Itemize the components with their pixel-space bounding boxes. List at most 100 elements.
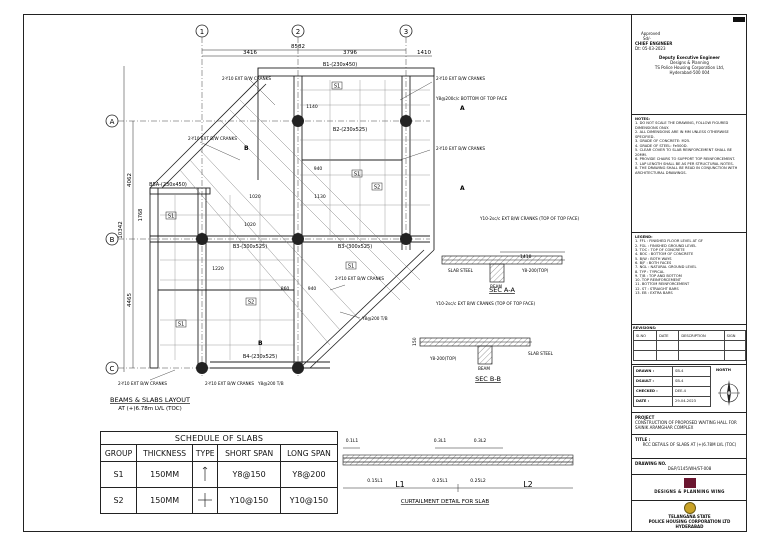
schedule-header-group: GROUP <box>99 444 138 462</box>
columns <box>196 115 412 374</box>
svg-text:1140: 1140 <box>306 104 318 110</box>
date-value: 29-04-2023 <box>672 396 711 407</box>
misc-dims: 1140 940 1020 1130 1020 860 940 1220 <box>212 104 326 292</box>
revisions-table: SI.NO DATE DESCRIPTION SIGN <box>632 330 747 362</box>
title-section: TITLE : RCC DETAILS OF SLABS AT (+)6.78M… <box>632 435 747 459</box>
dim-overall: 8582 <box>291 44 305 50</box>
legend-title: LEGEND: <box>635 235 653 239</box>
beam-label-b1: B1-(230x450) <box>323 62 357 68</box>
title-label: TITLE : <box>635 437 651 442</box>
grid-bubble-A: A <box>105 114 119 128</box>
deputy-dept: Designs & Planning <box>670 60 709 65</box>
note-cranked-2: 2-Y10 EXT B/W CRANKS <box>188 136 237 141</box>
dept-logo-icon <box>683 478 696 488</box>
north-label: NORTH <box>716 367 731 372</box>
sec-bb-label: SEC B-B <box>475 375 501 383</box>
note-bar-tb: Y8@200 T/B <box>361 316 388 321</box>
drawing-sheet-border <box>23 14 747 532</box>
table-row: S1 150MM Y8@150 Y8@200 <box>99 461 339 488</box>
svg-text:S1: S1 <box>178 322 184 328</box>
svg-text:S1: S1 <box>334 84 340 90</box>
beam-outlines <box>149 67 435 369</box>
emblem-icon <box>683 502 696 514</box>
svg-text:940: 940 <box>314 166 323 172</box>
beam-label-b2: B2-(230x525) <box>333 127 367 133</box>
note-item: 3. GRADE OF CONCRETE: M25. <box>635 139 691 144</box>
legend-item: 2. FGL : FINISHED GROUND LEVEL <box>635 243 697 248</box>
legend-item: 6. B/F : BOTH FACES <box>635 260 672 265</box>
section-markers: A A B B <box>244 105 465 347</box>
rev-header-desc: DESCRIPTION <box>678 330 725 342</box>
dept-name: DESIGNS & PLANNING WING <box>654 489 725 494</box>
svg-text:B: B <box>110 236 115 244</box>
sec-bb-tag-steel: SLAB STEEL <box>528 351 554 356</box>
date-label: DATE : <box>632 396 674 407</box>
schedule-cell-thickness: 150MM <box>136 461 194 488</box>
svg-text:0.3L1: 0.3L1 <box>434 438 447 444</box>
dsault-label: DSAULT : <box>632 376 674 387</box>
svg-text:C: C <box>110 365 115 373</box>
dim-span-3: 1410 <box>417 50 431 56</box>
drawing-no-section: DRAWING NO. D&P/1145/WH/ST-008 <box>632 459 747 475</box>
svg-text:S1: S1 <box>354 172 360 178</box>
slab-marks: S1 S1 S2 S1 S2 S1 S1 <box>165 81 383 328</box>
leader-lines <box>149 79 433 381</box>
table-row: S2 150MM Y10@150 Y10@150 <box>99 487 339 514</box>
grid-lines <box>118 37 430 378</box>
schedule-cell-long: Y10@150 <box>279 487 339 514</box>
deputy-engineer: Deputy Executive Engineer <box>659 55 720 60</box>
grid-bubble-2: 2 <box>291 24 305 38</box>
rev-header-date: DATE <box>656 330 680 342</box>
schedule-cell-short: Y8@150 <box>217 461 281 488</box>
sec-aa-dim: 1410 <box>520 254 532 260</box>
sec-aa-tag-steel: SLAB STEEL <box>448 268 474 273</box>
sec-bb-tag-beam: BEAM <box>478 366 490 371</box>
svg-text:940: 940 <box>308 286 317 292</box>
sec-aa-tag-beam: BEAM <box>490 284 502 289</box>
note-cranked-5: 2-Y10 EXT B/W CRANKS <box>335 276 384 281</box>
title-value: RCC DETAILS OF SLABS AT (+)6.78M LVL (TO… <box>642 442 737 447</box>
svg-text:1130: 1130 <box>314 194 326 200</box>
legend-item: 13. EB : EXTRA BARS <box>635 291 673 296</box>
svg-text:0.25L1: 0.25L1 <box>432 478 448 484</box>
dim-left-bc: 4465 <box>127 293 133 307</box>
dim-left-total: 10342 <box>118 221 124 239</box>
note-item: 8. THE DRAWING SHALL BE READ IN CONJUNCT… <box>635 166 738 175</box>
drawn-label: DRAWN : <box>632 366 674 377</box>
slab-schedule-table: SCHEDULE OF SLABS GROUP THICKNESS TYPE S… <box>99 431 339 514</box>
beam-label-b5a: B5A-(230x450) <box>149 182 187 188</box>
checked-value: DEE-4 <box>672 386 711 397</box>
approved-sd: Sd/- <box>643 36 651 41</box>
project-value: CONSTRUCTION OF PROPOSED WAITING HALL FO… <box>635 420 737 430</box>
svg-text:1020: 1020 <box>244 222 256 228</box>
schedule-header-thickness: THICKNESS <box>136 444 194 462</box>
curtailment-title: CURTAILMENT DETAIL FOR SLAB <box>401 499 489 505</box>
schedule-header-type: TYPE <box>192 444 219 462</box>
sec-bb-note: Y10-2sc/c EXT B/W CRANKS (TOP OF TOP FAC… <box>435 301 536 306</box>
note-cranked-3: 2-Y10 EXT B/W CRANKS <box>436 76 485 81</box>
org-line-2: POLICE HOUSING CORPORATION LTD <box>648 519 731 524</box>
svg-text:S2: S2 <box>248 300 254 306</box>
note-cranked-top: Y8@200c/c BOTTOM OF TOP FACE <box>435 96 508 101</box>
type-one-way-icon <box>192 461 219 488</box>
schedule-cell-group: S2 <box>99 487 138 514</box>
section-bb-drawing <box>419 337 532 365</box>
sec-aa-rebar: Y8-200(TOP) <box>521 268 549 273</box>
approval-section: Approved Sd/- CHIEF ENGINEER Dt: 05-03-2… <box>632 15 747 115</box>
note-cranked-6: 2-Y10 EXT B/W CRANKS <box>118 381 167 386</box>
left-dimensions <box>123 66 134 372</box>
note-cranked-4: 2-Y10 EXT B/W CRANKS <box>436 146 485 151</box>
note-item: 1. DO NOT SCALE THE DRAWING, FOLLOW FIGU… <box>635 121 729 130</box>
deputy-city: Hyderabad-500 004 <box>669 70 710 75</box>
beam-label-b3a: B3-(300x525) <box>233 244 267 250</box>
project-label: PROJECT <box>635 415 655 420</box>
dim-left-ab: 4062 <box>127 173 133 187</box>
svg-text:1020: 1020 <box>249 194 261 200</box>
svg-text:0.3L2: 0.3L2 <box>474 438 487 444</box>
svg-text:S2: S2 <box>374 185 380 191</box>
svg-text:L1: L1 <box>395 480 405 489</box>
dim-span-2: 3796 <box>343 50 357 56</box>
grid-bubble-3: 3 <box>399 24 413 38</box>
note-item: 7. LAP LENGTH SHALL BE AS PER STRUCTURAL… <box>635 161 734 166</box>
legend-item: 11. BOTTOM REINFORCEMENT <box>635 282 690 287</box>
